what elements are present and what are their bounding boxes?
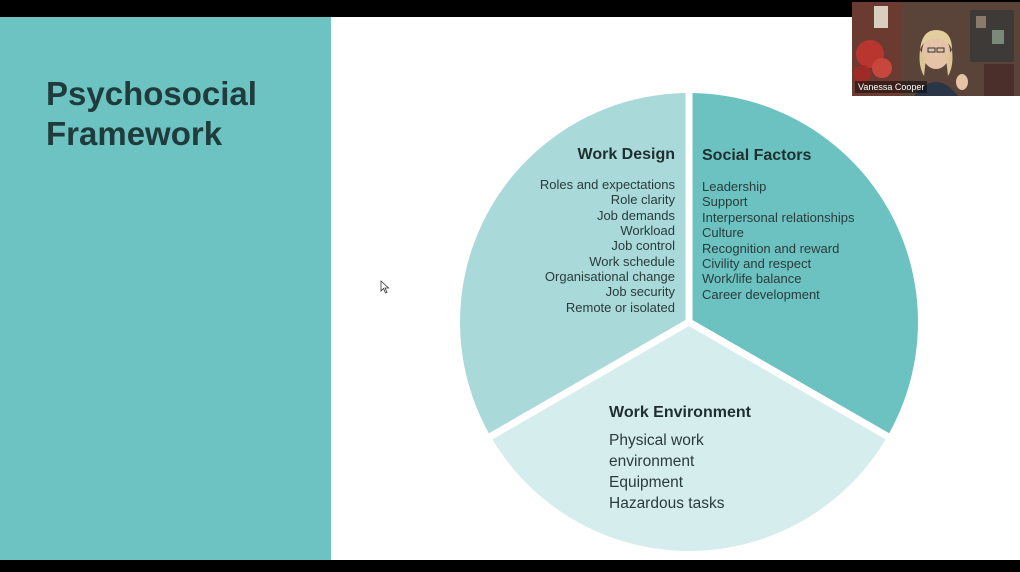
title-panel: Psychosocial Framework [0, 17, 331, 560]
social-factors-item: Work/life balance [702, 271, 801, 286]
social-factors-item: Support [702, 194, 748, 209]
work-design-item: Remote or isolated [566, 300, 675, 315]
work-environment-heading: Work Environment [609, 404, 752, 421]
social-factors-item: Leadership [702, 179, 766, 194]
work-design-item: Workload [620, 223, 675, 238]
segment-social-factors [689, 93, 918, 437]
participant-video-feed [852, 2, 1020, 96]
social-factors-item: Civility and respect [702, 256, 811, 271]
work-environment-item: Hazardous tasks [609, 495, 725, 512]
work-design-item: Job security [606, 284, 676, 299]
mouse-cursor-icon [380, 280, 390, 294]
social-factors-item: Recognition and reward [702, 241, 839, 256]
divider-right [687, 318, 894, 443]
slide-title-line-1: Psychosocial [46, 75, 257, 112]
work-environment-item: Physical work [609, 432, 704, 449]
social-factors-item: Culture [702, 225, 744, 240]
divider-left [484, 318, 691, 443]
bottom-bar [0, 560, 1020, 572]
work-environment-item: environment [609, 453, 695, 470]
work-design-item: Role clarity [611, 192, 676, 207]
work-design-item: Work schedule [589, 254, 675, 269]
work-environment-item: Equipment [609, 474, 684, 491]
slide-title-line-2: Framework [46, 115, 223, 152]
segment-work-design [460, 93, 689, 437]
social-factors-item: Interpersonal relationships [702, 210, 855, 225]
work-design-item: Roles and expectations [540, 177, 676, 192]
work-design-item: Organisational change [545, 269, 675, 284]
social-factors-heading: Social Factors [702, 147, 811, 164]
segment-work-environment [490, 322, 888, 551]
participant-video-tile[interactable]: Vanessa Cooper [852, 2, 1020, 96]
work-design-heading: Work Design [578, 146, 676, 163]
slide-title: Psychosocial Framework [46, 74, 257, 154]
work-design-item: Job control [611, 238, 675, 253]
participant-name-label: Vanessa Cooper [855, 81, 928, 93]
work-design-item: Job demands [597, 208, 676, 223]
social-factors-item: Career development [702, 287, 820, 302]
